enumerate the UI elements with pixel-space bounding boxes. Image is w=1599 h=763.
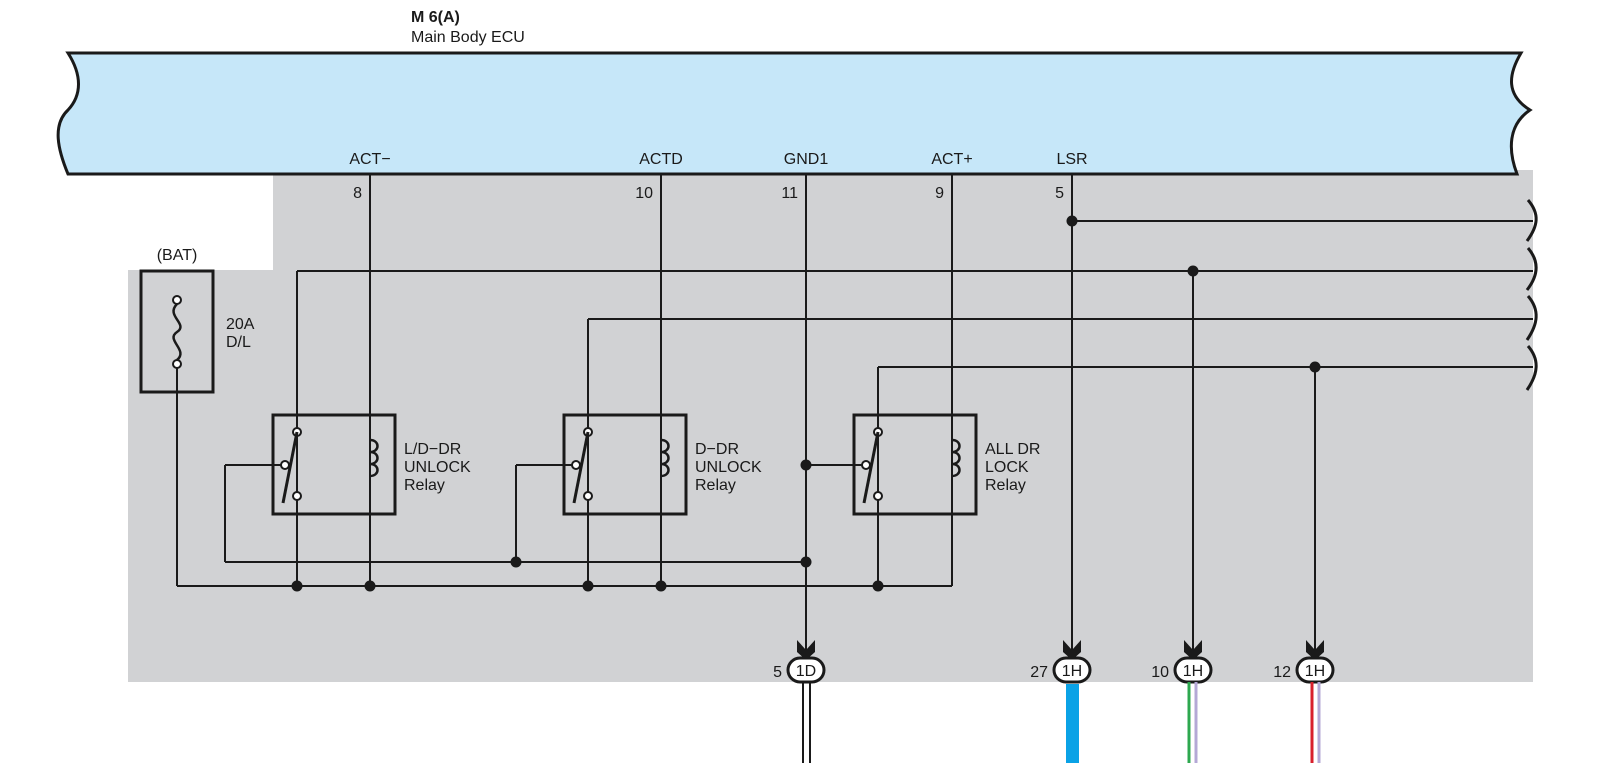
relay-label-line3: Relay xyxy=(404,477,445,494)
relay-switch-arm xyxy=(572,431,590,504)
relay-box xyxy=(271,413,397,516)
relay-label-line1: ALL DR xyxy=(985,441,1040,458)
relay-contact-mid xyxy=(280,460,290,470)
fuse-terminal-top xyxy=(172,295,182,305)
splice-point xyxy=(291,580,303,592)
connector-1h-27: 1H 27 xyxy=(1030,640,1092,763)
relay-contact-bottom xyxy=(292,491,302,501)
relay-box xyxy=(852,413,978,516)
terminal-label-actd: ACTD xyxy=(639,151,683,168)
connector-oval xyxy=(786,656,826,684)
ecu-name: Main Body ECU xyxy=(411,29,525,46)
connector-oval xyxy=(1052,656,1092,684)
splice-point xyxy=(510,556,522,568)
break-mark-2 xyxy=(1525,247,1538,291)
connector-arrow-icon xyxy=(1063,640,1081,660)
connector-oval xyxy=(1173,656,1213,684)
relay-label-line3: Relay xyxy=(985,477,1026,494)
coil-icon xyxy=(660,438,670,478)
splice-point xyxy=(1309,361,1321,373)
coil-icon xyxy=(951,438,961,478)
relay-contact-bottom xyxy=(583,491,593,501)
fuse-terminal-bottom xyxy=(172,359,182,369)
ecu-code: M 6(A) xyxy=(411,9,460,26)
connector-code: 1D xyxy=(796,663,816,680)
relay-contact-bottom xyxy=(873,491,883,501)
connector-pin: 10 xyxy=(1151,664,1169,681)
relay-switch-arm xyxy=(862,431,880,504)
splice-points xyxy=(291,215,1321,592)
relay-contact-mid xyxy=(861,460,871,470)
relay-label-line3: Relay xyxy=(695,477,736,494)
relay-ld-dr-unlock: L/D−DR UNLOCK Relay xyxy=(271,413,471,516)
connector-code: 1H xyxy=(1305,663,1325,680)
connector-oval xyxy=(1295,656,1335,684)
connector-1d-5: 1D 5 xyxy=(773,640,826,763)
ecu-body xyxy=(56,51,1533,176)
fuse-rating: 20A xyxy=(226,316,255,333)
splice-point xyxy=(800,556,812,568)
terminal-pin-act-minus: 8 xyxy=(353,185,362,202)
relay-contact-mid xyxy=(571,460,581,470)
relay-label-line2: UNLOCK xyxy=(404,459,471,476)
terminal-label-act-minus: ACT− xyxy=(349,151,390,168)
connector-1h-10: 1H 10 xyxy=(1151,640,1213,763)
relay-label-line1: L/D−DR xyxy=(404,441,461,458)
wire-blue xyxy=(1066,684,1079,763)
connector-arrow-icon xyxy=(1184,640,1202,660)
terminal-pin-act-plus: 9 xyxy=(935,185,944,202)
break-mark-1 xyxy=(1525,199,1538,242)
splice-point xyxy=(1187,265,1199,277)
terminal-label-lsr: LSR xyxy=(1056,151,1087,168)
splice-point xyxy=(655,580,667,592)
terminal-pin-gnd1: 11 xyxy=(781,185,798,202)
relay-d-dr-unlock: D−DR UNLOCK Relay xyxy=(562,413,762,516)
terminal-label-act-plus: ACT+ xyxy=(931,151,972,168)
splice-point xyxy=(800,459,812,471)
splice-point xyxy=(872,580,884,592)
relay-label-line2: UNLOCK xyxy=(695,459,762,476)
break-mark-4 xyxy=(1525,345,1538,391)
connector-arrow-icon xyxy=(1306,640,1324,660)
ecu-internal-area xyxy=(128,170,1533,682)
fuse-name: D/L xyxy=(226,334,251,351)
relay-label-line1: D−DR xyxy=(695,441,739,458)
connector-pin: 5 xyxy=(773,664,782,681)
connector-1h-12: 1H 12 xyxy=(1273,640,1335,763)
fuse-source-label: (BAT) xyxy=(157,247,198,264)
connector-pin: 27 xyxy=(1030,664,1048,681)
fuse-element-icon xyxy=(172,303,182,361)
terminal-pin-actd: 10 xyxy=(635,185,653,202)
terminal-label-gnd1: GND1 xyxy=(784,151,829,168)
coil-icon xyxy=(369,438,379,478)
relay-box xyxy=(562,413,688,516)
connector-arrow-icon xyxy=(797,640,815,660)
splice-point xyxy=(1066,215,1078,227)
splice-point xyxy=(364,580,376,592)
connector-pin: 12 xyxy=(1273,664,1291,681)
relay-label-line2: LOCK xyxy=(985,459,1029,476)
relay-all-dr-lock: ALL DR LOCK Relay xyxy=(852,413,1040,516)
break-mark-3 xyxy=(1525,295,1538,341)
connector-code: 1H xyxy=(1062,663,1082,680)
relay-switch-arm xyxy=(281,431,299,504)
terminal-pin-lsr: 5 xyxy=(1055,185,1064,202)
splice-point xyxy=(582,580,594,592)
connector-code: 1H xyxy=(1183,663,1203,680)
